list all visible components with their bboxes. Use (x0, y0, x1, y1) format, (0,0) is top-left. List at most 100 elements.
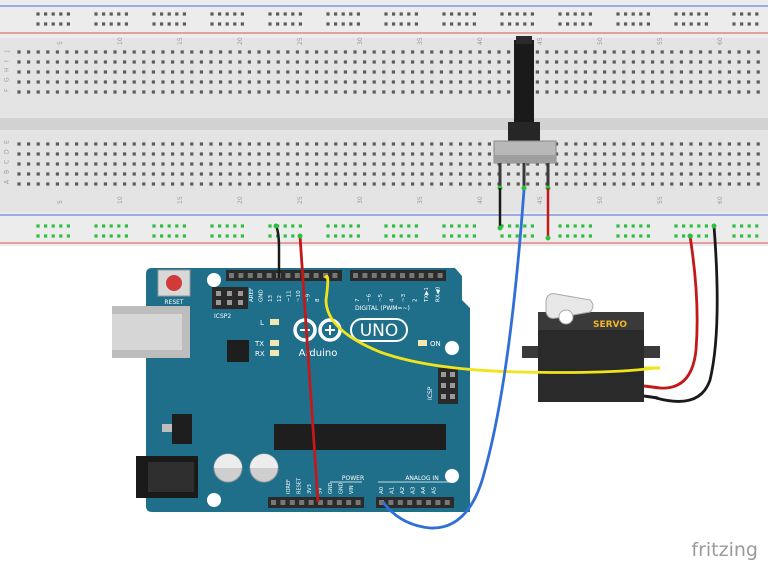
breadboard-hole (247, 142, 251, 146)
rail-hole (631, 224, 635, 228)
rail-hole (349, 234, 353, 238)
breadboard-hole (574, 172, 578, 176)
breadboard-hole (363, 172, 367, 176)
breadboard-hole (65, 182, 69, 186)
breadboard-hole (747, 142, 751, 146)
breadboard-hole (305, 152, 309, 156)
breadboard-hole (459, 80, 463, 84)
breadboard-hole (363, 50, 367, 54)
breadboard-hole (449, 152, 453, 156)
breadboard-hole (641, 142, 645, 146)
header-pin (379, 500, 384, 505)
breadboard-hole (449, 80, 453, 84)
rail-hole (182, 22, 186, 26)
breadboard-hole (286, 142, 290, 146)
breadboard-hole (65, 70, 69, 74)
rail-hole (298, 22, 302, 26)
breadboard-hole (353, 172, 357, 176)
breadboard-hole (132, 182, 136, 186)
breadboard-hole (27, 90, 31, 94)
voltage-regulator (172, 414, 192, 444)
breadboard-hole (708, 142, 712, 146)
breadboard-hole (382, 80, 386, 84)
breadboard-hole (123, 182, 127, 186)
breadboard-holes (17, 12, 760, 238)
breadboard-hole (622, 70, 626, 74)
breadboard-hole (545, 70, 549, 74)
rail-hole (558, 12, 562, 16)
rail-hole (732, 22, 736, 26)
rail-hole (167, 234, 171, 238)
rail-hole (283, 12, 287, 16)
header-pin (407, 500, 413, 505)
breadboard-hole (430, 60, 434, 64)
breadboard-hole (180, 142, 184, 146)
breadboard-hole (641, 80, 645, 84)
breadboard-hole (401, 142, 405, 146)
breadboard-hole (315, 90, 319, 94)
breadboard-hole (564, 70, 568, 74)
breadboard-hole (267, 80, 271, 84)
breadboard-hole (459, 162, 463, 166)
analog-pin-label: A1 (390, 487, 396, 494)
rail-hole (682, 234, 686, 238)
rail-hole (442, 234, 446, 238)
rail-hole (384, 224, 388, 228)
breadboard-hole (718, 162, 722, 166)
breadboard-hole (257, 60, 261, 64)
breadboard-hole (27, 172, 31, 176)
breadboard-hole (113, 162, 117, 166)
potentiometer-base (494, 155, 556, 163)
breadboard-hole (199, 172, 203, 176)
breadboard-hole (113, 182, 117, 186)
rail-hole (755, 22, 759, 26)
breadboard-hole (228, 182, 232, 186)
breadboard-hole (17, 50, 21, 54)
breadboard-hole (439, 60, 443, 64)
breadboard-hole (180, 50, 184, 54)
breadboard-hole (603, 142, 607, 146)
header-pin (388, 500, 394, 505)
rail-hole (472, 22, 476, 26)
rail-hole (268, 224, 272, 228)
breadboard-hole (574, 152, 578, 156)
rail-hole (51, 224, 55, 228)
breadboard-hole (468, 80, 472, 84)
breadboard-hole (267, 162, 271, 166)
breadboard-hole (487, 80, 491, 84)
rail-hole (341, 234, 345, 238)
breadboard-hole (295, 162, 299, 166)
rail-hole (356, 234, 360, 238)
breadboard-hole (199, 70, 203, 74)
breadboard-hole (276, 162, 280, 166)
breadboard-hole (670, 172, 674, 176)
breadboard-hole (209, 70, 213, 74)
breadboard-hole (276, 182, 280, 186)
breadboard-hole (123, 70, 127, 74)
breadboard-hole (699, 152, 703, 156)
capacitor-top (250, 454, 278, 468)
breadboard-hole (689, 172, 693, 176)
column-number: 55 (657, 37, 664, 45)
breadboard-hole (295, 50, 299, 54)
breadboard-hole (660, 182, 664, 186)
breadboard-hole (103, 60, 107, 64)
breadboard-hole (651, 142, 655, 146)
breadboard-hole (353, 70, 357, 74)
usb-chip (227, 340, 249, 362)
breadboard-hole (401, 172, 405, 176)
breadboard-hole (113, 172, 117, 176)
breadboard-hole (564, 162, 568, 166)
breadboard-hole (84, 80, 88, 84)
breadboard-hole (727, 90, 731, 94)
rail-hole (392, 224, 396, 228)
breadboard-hole (727, 182, 731, 186)
breadboard-hole (603, 50, 607, 54)
rail-hole (697, 22, 701, 26)
row-letter: G (4, 77, 11, 82)
breadboard-hole (324, 70, 328, 74)
rail-hole (384, 22, 388, 26)
breadboard-hole (689, 152, 693, 156)
breadboard-hole (219, 162, 223, 166)
rail-hole (399, 234, 403, 238)
